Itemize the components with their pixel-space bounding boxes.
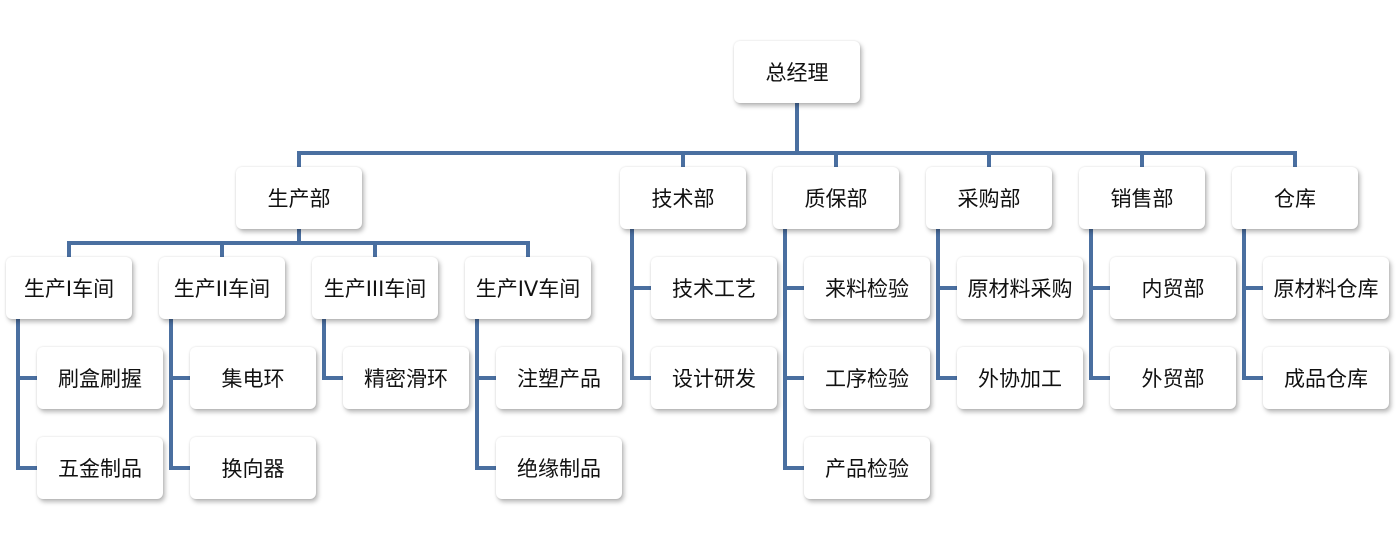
node-quality-dept: 质保部 [773, 167, 899, 229]
node-brush-box-holder: 刷盒刷握 [37, 347, 163, 409]
node-commutator: 换向器 [190, 437, 316, 499]
node-raw-material-warehouse: 原材料仓库 [1263, 257, 1389, 319]
node-workshop-2: 生产II车间 [159, 257, 285, 319]
node-insulation-products: 绝缘制品 [496, 437, 622, 499]
node-design-rd: 设计研发 [651, 347, 777, 409]
node-purchasing-dept: 采购部 [926, 167, 1052, 229]
node-general-manager: 总经理 [734, 41, 860, 103]
node-domestic-trade: 内贸部 [1110, 257, 1236, 319]
node-product-inspection: 产品检验 [804, 437, 930, 499]
node-production-dept: 生产部 [236, 167, 362, 229]
node-hardware-products: 五金制品 [37, 437, 163, 499]
node-slip-ring: 集电环 [190, 347, 316, 409]
node-raw-material-purchasing: 原材料采购 [957, 257, 1083, 319]
node-precision-slip-ring: 精密滑环 [343, 347, 469, 409]
node-workshop-1: 生产I车间 [6, 257, 132, 319]
node-workshop-3: 生产III车间 [312, 257, 438, 319]
node-outsourced-processing: 外协加工 [957, 347, 1083, 409]
node-workshop-4: 生产IV车间 [465, 257, 591, 319]
node-injection-products: 注塑产品 [496, 347, 622, 409]
node-technology-dept: 技术部 [620, 167, 746, 229]
node-tech-process: 技术工艺 [651, 257, 777, 319]
node-sales-dept: 销售部 [1079, 167, 1205, 229]
node-foreign-trade: 外贸部 [1110, 347, 1236, 409]
node-warehouse: 仓库 [1232, 167, 1358, 229]
node-process-inspection: 工序检验 [804, 347, 930, 409]
node-finished-goods-warehouse: 成品仓库 [1263, 347, 1389, 409]
node-incoming-inspection: 来料检验 [804, 257, 930, 319]
